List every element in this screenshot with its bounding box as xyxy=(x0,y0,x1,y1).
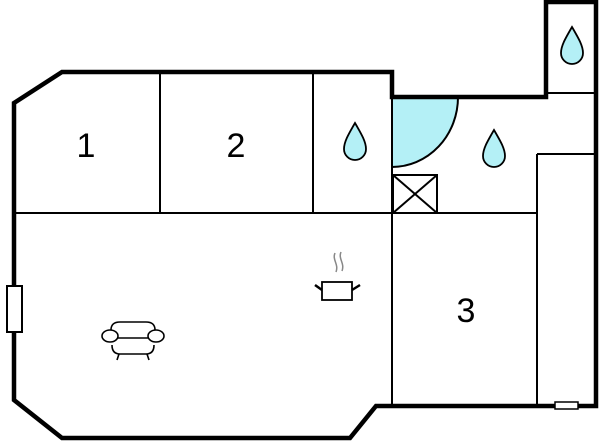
water-drop-icon xyxy=(343,121,367,161)
exterior-walls xyxy=(11,0,599,441)
room-1-label: 1 xyxy=(77,127,96,165)
room-3-label: 3 xyxy=(457,292,476,330)
window-left xyxy=(6,285,23,333)
room-2-label: 2 xyxy=(227,127,246,165)
interior-walls xyxy=(14,72,596,406)
shower-icon xyxy=(391,96,460,169)
sofa-icon xyxy=(101,321,165,361)
window-bottom xyxy=(554,401,579,410)
water-drop-icon xyxy=(560,25,584,65)
water-drop-icon xyxy=(482,128,506,168)
cooking-pot-icon xyxy=(314,251,361,301)
